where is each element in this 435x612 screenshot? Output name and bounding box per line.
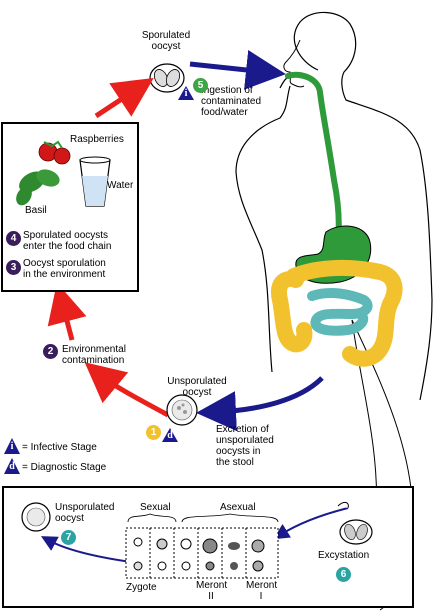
label-asexual: Asexual bbox=[220, 502, 256, 513]
infective-icon-5 bbox=[178, 86, 194, 100]
badge-5: 5 bbox=[193, 78, 208, 93]
label-env-contamination: Environmental contamination bbox=[62, 344, 126, 366]
red-arrow-top bbox=[94, 78, 154, 119]
epithelial-cell-strip bbox=[125, 527, 279, 579]
large-intestine bbox=[271, 259, 403, 367]
environment-box bbox=[1, 122, 139, 292]
raspberries-icon bbox=[38, 140, 71, 165]
blue-arrow-excretion bbox=[196, 376, 324, 432]
diagnostic-symbol-legend: d bbox=[9, 461, 15, 472]
label-water: Water bbox=[107, 180, 134, 191]
unsporulated-oocyst-icon bbox=[166, 394, 198, 426]
red-arrow-bottom bbox=[84, 362, 170, 418]
label-raspberries: Raspberries bbox=[70, 134, 124, 145]
blue-arrow-ingestion bbox=[189, 50, 286, 90]
small-intestine bbox=[307, 288, 373, 336]
label-zygote: Zygote bbox=[126, 582, 157, 593]
label-basil: Basil bbox=[25, 205, 47, 216]
badge-6: 6 bbox=[336, 567, 351, 582]
basil-icon bbox=[16, 169, 60, 206]
water-glass-icon bbox=[79, 156, 111, 207]
label-meront-i: Meront I bbox=[246, 580, 278, 602]
diagnostic-stage-icon bbox=[4, 458, 20, 474]
badge-4: 4 bbox=[6, 231, 21, 246]
badge-3: 3 bbox=[6, 260, 21, 275]
unsporulated-oocyst-icon-2 bbox=[21, 502, 51, 532]
sporulated-oocyst-icon bbox=[149, 63, 185, 93]
label-sexual: Sexual bbox=[140, 502, 171, 513]
red-arrow-left bbox=[47, 282, 87, 341]
human-body-outline bbox=[235, 11, 433, 401]
sexual-bracket bbox=[127, 513, 177, 523]
label-sporulated-oocyst: Sporulated oocyst bbox=[141, 30, 191, 52]
label-unsporulated-oocyst-2: Unsporulated oocyst bbox=[55, 502, 115, 524]
badge-2: 2 bbox=[43, 344, 58, 359]
esophagus bbox=[285, 71, 342, 243]
excystation-icon bbox=[337, 501, 373, 545]
blue-arrow-excystation bbox=[273, 507, 349, 540]
label-excretion: Excretion of unsporulated oocysts in the… bbox=[216, 424, 274, 468]
legend-infective-text: = Infective Stage bbox=[22, 442, 97, 453]
diagnostic-icon-1 bbox=[162, 428, 178, 442]
infective-stage-icon bbox=[4, 438, 20, 454]
label-enter-food-chain: Sporulated oocysts enter the food chain bbox=[23, 230, 112, 252]
infective-symbol-legend: i bbox=[10, 441, 14, 452]
legend-diagnostic-text: = Diagnostic Stage bbox=[22, 462, 107, 473]
label-meront-ii: Meront II bbox=[196, 580, 228, 602]
infective-symbol-5: i bbox=[184, 88, 188, 99]
badge-7: 7 bbox=[61, 530, 76, 545]
label-unsporulated-oocyst: Unsporulated oocyst bbox=[167, 376, 227, 398]
badge-1: 1 bbox=[146, 425, 161, 440]
label-excystation: Excystation bbox=[318, 550, 370, 561]
asexual-bracket bbox=[181, 513, 279, 523]
label-ingestion: Ingestion of contaminated food/water bbox=[201, 85, 262, 118]
diagnostic-symbol-1: d bbox=[167, 430, 173, 441]
human-face bbox=[283, 39, 305, 88]
label-sporulation-env: Oocyst sporulation in the environment bbox=[23, 258, 106, 280]
